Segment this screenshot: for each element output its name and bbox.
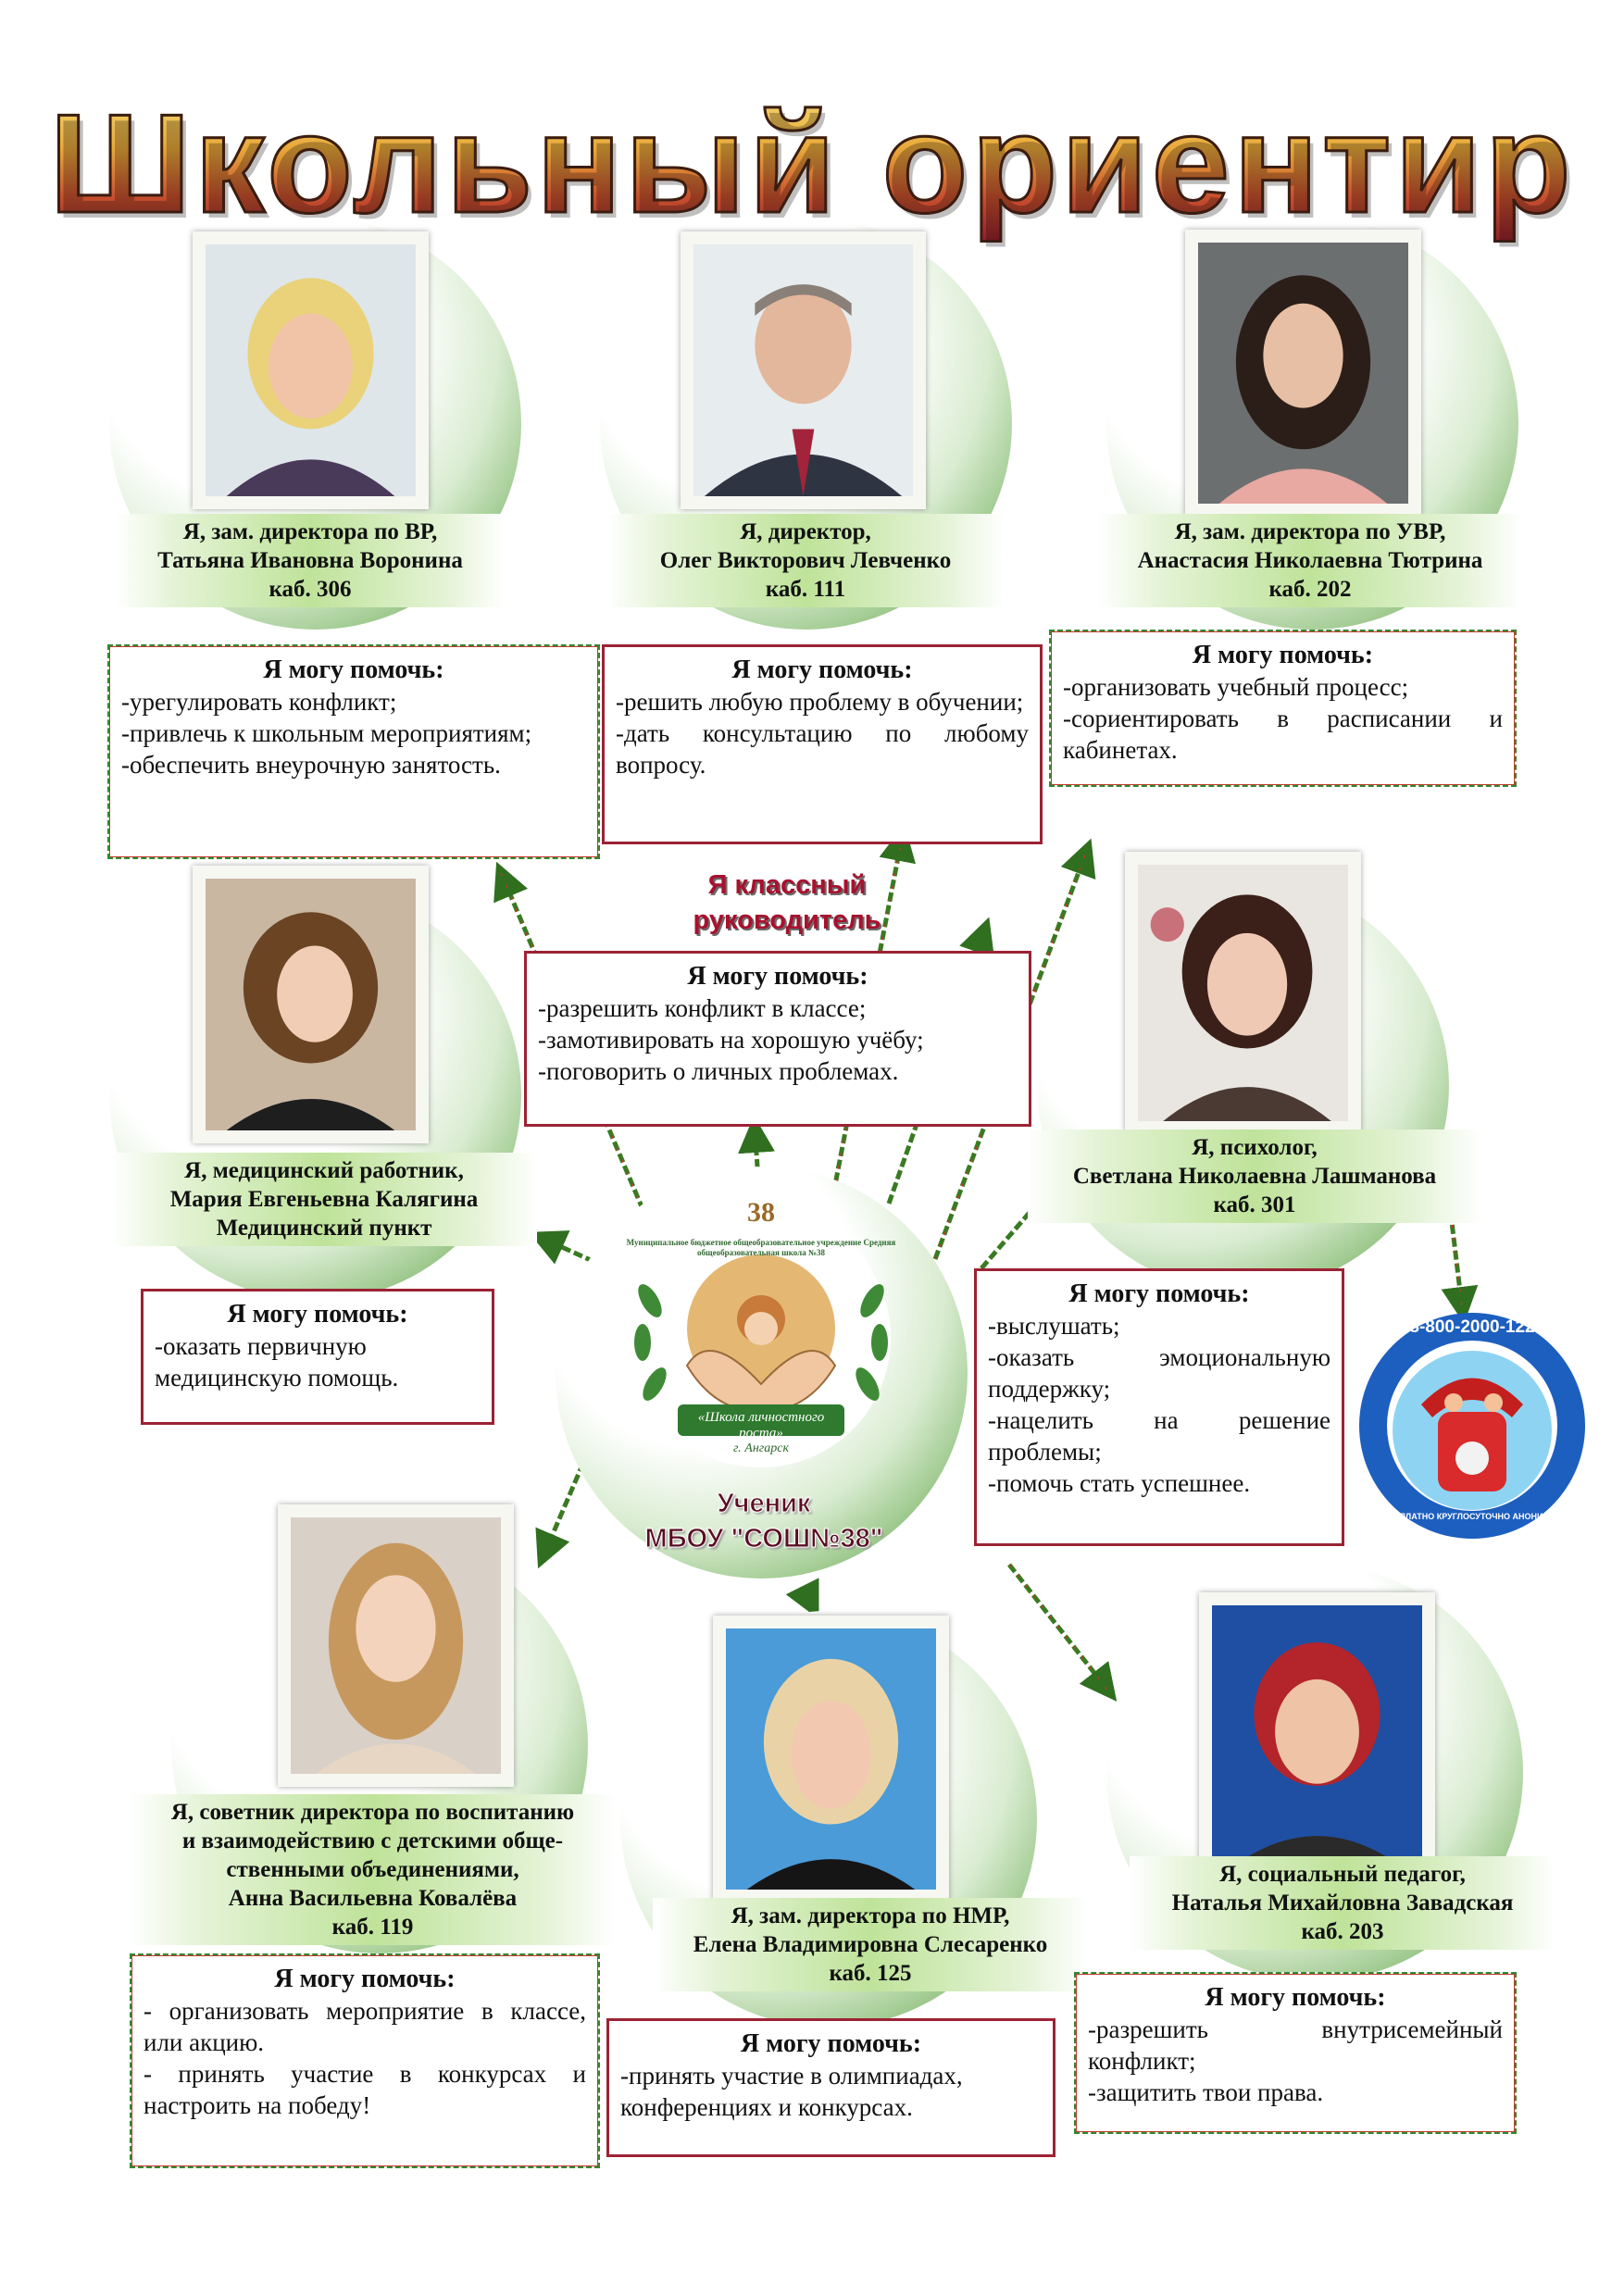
name-plate-nmr: Я, зам. директора по НМР,Елена Владимиро… <box>653 1898 1088 1991</box>
name-plate-medic: Я, медицинский работник,Мария Евгеньевна… <box>111 1153 537 1246</box>
helpline-phone: 8-800-2000-122 <box>1409 1317 1535 1337</box>
poster-title: Школьный ориентир <box>0 83 1624 245</box>
help-box-nmr: Я могу помочь: -принять участие в олимпи… <box>606 2018 1056 2157</box>
help-heading: Я могу помочь: <box>263 655 444 684</box>
help-box-medic: Я могу помочь: -оказать первичную медици… <box>141 1289 494 1425</box>
portrait-vr <box>193 231 429 509</box>
logo-city: г. Ангарск <box>733 1441 789 1455</box>
portrait-psychologist <box>1125 852 1361 1134</box>
help-box-psychologist: Я могу помочь: -выслушать;-оказать эмоци… <box>974 1268 1344 1546</box>
portrait-uvr <box>1185 230 1421 517</box>
school-logo: 38 «Школа личностного роста» г. Ангарск … <box>622 1190 900 1477</box>
name-plate-psychologist: Я, психолог,Светлана Николаевна Лашманов… <box>1028 1129 1481 1223</box>
help-box-advisor: Я могу помочь: - организовать мероприяти… <box>130 1953 600 2168</box>
portrait-medic <box>193 866 429 1143</box>
name-plate-uvr: Я, зам. директора по УВР,Анастасия Никол… <box>1097 514 1523 607</box>
help-box-class-teacher: Я могу помочь: -разрешить конфликт в кла… <box>524 951 1031 1127</box>
logo-motto: «Школа личностного роста» <box>697 1410 825 1441</box>
name-plate-vr: Я, зам. директора по ВР,Татьяна Ивановна… <box>116 514 505 607</box>
portrait-advisor <box>278 1504 514 1787</box>
help-box-social-pedagogue: Я могу помочь: -разрешить внутрисемейный… <box>1074 1972 1517 2134</box>
helpline-ring-text: БЕСПЛАТНО КРУГЛОСУТОЧНО АНОНИМНО <box>1381 1512 1563 1521</box>
portrait-director <box>681 231 926 509</box>
helpline-badge: 8-800-2000-122 БЕСПЛАТНО КРУГЛОСУТОЧНО А… <box>1356 1310 1588 1541</box>
help-box-director: Я могу помочь: -решить любую проблему в … <box>602 644 1043 844</box>
portrait-nmr <box>713 1616 949 1903</box>
help-box-vr: Я могу помочь: -урегулировать конфликт;-… <box>107 644 600 859</box>
logo-ring-text: Муниципальное бюджетное общеобразователь… <box>626 1238 896 1257</box>
portrait-social-pedagogue <box>1199 1592 1435 1879</box>
logo-number: 38 <box>747 1197 775 1228</box>
help-box-uvr: Я могу помочь: -организовать учебный про… <box>1049 630 1517 787</box>
name-plate-social-pedagogue: Я, социальный педагог,Наталья Михайловна… <box>1130 1856 1555 1950</box>
